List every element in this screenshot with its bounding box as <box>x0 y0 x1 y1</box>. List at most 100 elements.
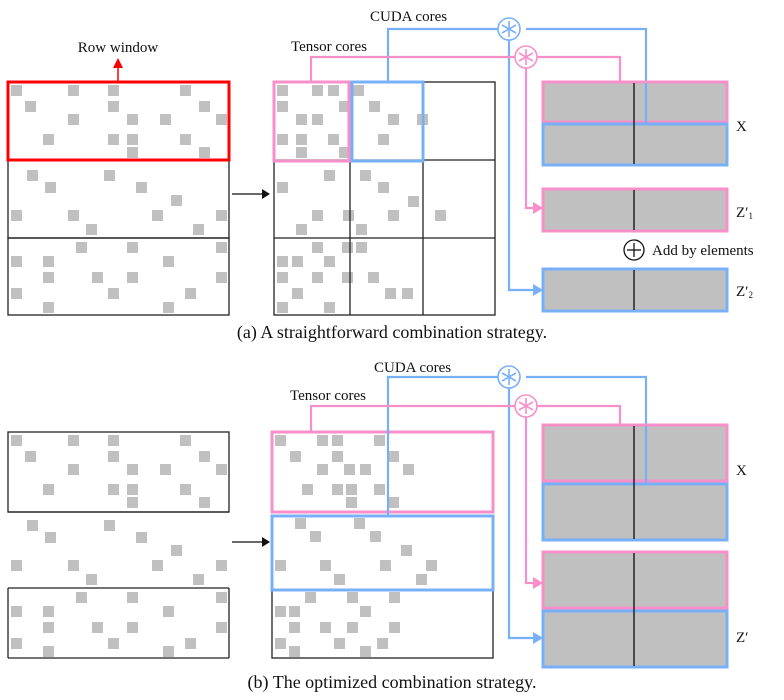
nonzero-cell <box>388 497 399 508</box>
nonzero-cell <box>180 484 191 495</box>
nonzero-cell <box>339 147 350 158</box>
nonzero-cell <box>108 451 119 462</box>
nonzero-cell <box>127 497 138 508</box>
cuda-cores-label: CUDA cores <box>374 360 451 376</box>
nonzero-cell <box>216 592 227 603</box>
nonzero-cell <box>11 638 22 649</box>
nonzero-cell <box>389 622 400 633</box>
nonzero-cell <box>163 256 174 267</box>
nonzero-cell <box>216 464 227 475</box>
nonzero-cell <box>171 545 182 556</box>
nonzero-cell <box>199 101 210 112</box>
nonzero-cell <box>289 622 300 633</box>
nonzero-cell <box>277 256 288 267</box>
nonzero-cell <box>277 272 288 283</box>
nonzero-cell <box>127 592 138 603</box>
nonzero-cell <box>342 272 353 283</box>
nonzero-cell <box>68 114 79 125</box>
nonzero-cell <box>360 464 371 475</box>
nonzero-cell <box>320 560 331 571</box>
nonzero-cell <box>401 545 412 556</box>
nonzero-cell <box>388 114 399 125</box>
nonzero-cell <box>295 518 306 529</box>
nonzero-cell <box>127 134 138 145</box>
tensor-cores-label: Tensor cores <box>290 388 366 404</box>
arrow-right-icon <box>262 537 270 547</box>
nonzero-cell <box>11 288 22 299</box>
nonzero-cell <box>324 256 335 267</box>
nonzero-cell <box>360 170 371 181</box>
nonzero-cell <box>328 134 339 145</box>
nonzero-cell <box>185 288 196 299</box>
caption-b: (b) The optimized combination strategy. <box>248 672 537 693</box>
nonzero-cell <box>127 242 138 253</box>
nonzero-cell <box>347 592 358 603</box>
nonzero-cell <box>296 147 307 158</box>
nonzero-cell <box>68 210 79 221</box>
nonzero-cell <box>277 302 288 313</box>
nonzero-cell <box>92 622 103 633</box>
nonzero-cell <box>43 622 54 633</box>
nonzero-cell <box>216 622 227 633</box>
nonzero-cell <box>199 451 210 462</box>
nonzero-cell <box>43 646 54 657</box>
tensor-connectors <box>309 55 622 210</box>
nonzero-cell <box>193 574 204 585</box>
arrow-up-icon <box>113 58 123 68</box>
caption-a: (a) A straightforward combination strate… <box>237 322 547 343</box>
nonzero-cell <box>68 560 79 571</box>
nonzero-cell <box>416 574 427 585</box>
nonzero-cell <box>199 497 210 508</box>
nonzero-cell <box>277 134 288 145</box>
nonzero-cell <box>160 114 171 125</box>
nonzero-cell <box>152 210 163 221</box>
nonzero-cell <box>339 101 350 112</box>
nonzero-cell <box>43 134 54 145</box>
nonzero-cell <box>76 242 87 253</box>
nonzero-cell <box>136 532 147 543</box>
nonzero-cell <box>86 224 97 235</box>
nonzero-cell <box>216 114 227 125</box>
nonzero-cell <box>277 101 288 112</box>
nonzero-cell <box>296 134 307 145</box>
add-by-elements-icon <box>623 239 645 261</box>
cuda-cores-label: CUDA cores <box>370 9 447 25</box>
nonzero-cell <box>68 435 79 446</box>
row-blocks <box>7 431 230 659</box>
tensor-core-row-window <box>270 430 495 514</box>
tensor-cores-label: Tensor cores <box>291 39 367 55</box>
nonzero-cell <box>180 85 191 96</box>
nonzero-cell <box>25 451 36 462</box>
nonzero-cell <box>216 560 227 571</box>
nonzero-cell <box>27 520 38 531</box>
nonzero-cell <box>324 170 335 181</box>
nonzero-cell <box>11 560 22 571</box>
arrow-right-icon <box>262 189 270 199</box>
nonzero-cell <box>312 114 323 125</box>
cuda-core-row-window <box>270 514 495 592</box>
nonzero-cell <box>360 646 371 657</box>
nonzero-cell <box>320 622 331 633</box>
nonzero-cell <box>310 531 321 542</box>
nonzero-cell <box>11 256 22 267</box>
nonzero-cell <box>289 646 300 657</box>
tensor-multiply-icon <box>514 394 538 418</box>
nonzero-cell <box>368 272 379 283</box>
nonzero-cell <box>275 435 286 446</box>
nonzero-cell <box>108 435 119 446</box>
nonzero-cell <box>277 85 288 96</box>
nonzero-cell <box>160 464 171 475</box>
nonzero-cell <box>163 606 174 617</box>
nonzero-cell <box>216 242 227 253</box>
nonzero-cell <box>152 560 163 571</box>
nonzero-cell <box>324 302 335 313</box>
nonzero-cell <box>180 435 191 446</box>
partition-grid <box>273 81 496 316</box>
nonzero-cell <box>346 484 357 495</box>
nonzero-cell <box>374 484 385 495</box>
nonzero-cell <box>356 242 367 253</box>
nonzero-cell <box>163 646 174 657</box>
nonzero-cell <box>43 484 54 495</box>
arrow-right-icon <box>533 632 543 644</box>
